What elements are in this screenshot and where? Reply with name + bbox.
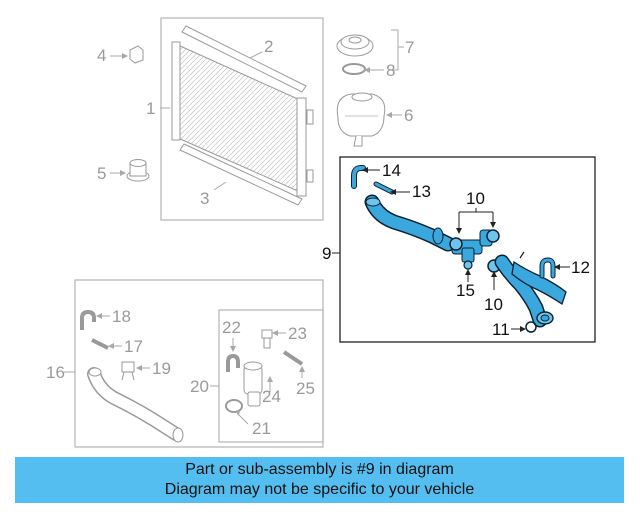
callout-14: 14	[382, 161, 401, 180]
callout-15: 15	[456, 281, 475, 300]
part-16-group: 16 18 17 19	[46, 279, 324, 448]
callout-10-top: 10	[466, 189, 485, 208]
clamp-icon	[486, 229, 500, 243]
small-hose-icon	[352, 166, 365, 188]
callout-11: 11	[492, 320, 510, 339]
callout-23: 23	[288, 324, 307, 343]
callout-5: 5	[97, 164, 106, 183]
upper-hose-icon	[366, 196, 454, 250]
seal-ring-icon	[342, 63, 366, 75]
callout-24: 24	[262, 387, 281, 406]
lower-hose-icon	[88, 368, 182, 440]
o-ring-icon	[525, 321, 537, 333]
callout-6: 6	[404, 106, 413, 125]
clip-icon	[282, 350, 304, 366]
reservoir-icon	[336, 92, 386, 147]
part-4-group: 4	[97, 45, 144, 65]
sensor-icon	[261, 329, 273, 349]
part-5-group: 5	[97, 159, 150, 183]
callout-16: 16	[46, 363, 65, 382]
pipe-flange-icon	[511, 260, 567, 306]
lower-pipe-icon	[496, 256, 546, 326]
radiator-icon	[171, 41, 314, 197]
callout-1: 1	[146, 99, 155, 118]
info-banner: Part or sub-assembly is #9 in diagram Di…	[15, 457, 624, 503]
callout-7: 7	[405, 38, 414, 57]
callout-19: 19	[152, 359, 171, 378]
callout-17: 17	[124, 337, 143, 356]
banner-line-2: Diagram may not be specific to your vehi…	[164, 481, 475, 498]
callout-21: 21	[252, 419, 271, 438]
grommet-icon	[126, 159, 150, 182]
small-hose-icon	[226, 353, 240, 372]
clamp-icon	[449, 237, 463, 251]
clip-icon	[91, 338, 109, 350]
radiator-group: 1 2 3	[146, 17, 324, 221]
upper-bracket-icon	[181, 25, 307, 93]
mount-icon	[129, 45, 144, 64]
callout-8: 8	[386, 61, 395, 80]
callout-12: 12	[571, 258, 590, 277]
clip-icon	[374, 182, 394, 194]
callout-20: 20	[190, 377, 209, 396]
banner-line-1: Part or sub-assembly is #9 in diagram	[185, 461, 454, 478]
cap-icon	[336, 34, 374, 57]
clamp-icon	[463, 260, 473, 270]
hose-assembly-group: 9 14 13 10	[322, 156, 596, 343]
callout-2: 2	[264, 37, 273, 56]
thermostat-housing-icon	[243, 361, 263, 407]
callout-3: 3	[200, 189, 209, 208]
lower-bracket-icon	[179, 143, 303, 206]
part-6-group: 6	[336, 92, 413, 147]
callout-10-bottom: 10	[484, 295, 503, 314]
callout-9: 9	[322, 244, 331, 263]
seal-ring-icon	[225, 399, 243, 413]
part-20-group: 20 22 23 25 24 21	[190, 309, 324, 443]
valve-icon	[121, 361, 135, 381]
part-7-8-group: 7 8	[336, 29, 414, 80]
callout-4: 4	[97, 46, 106, 65]
small-hose-icon	[80, 309, 96, 330]
callout-22: 22	[222, 318, 241, 337]
parts-diagram: 1 2 3 4 5 7 8	[46, 17, 596, 448]
callout-13: 13	[412, 182, 431, 201]
callout-25: 25	[296, 379, 315, 398]
hose-clip-icon	[540, 258, 555, 278]
callout-18: 18	[112, 307, 131, 326]
